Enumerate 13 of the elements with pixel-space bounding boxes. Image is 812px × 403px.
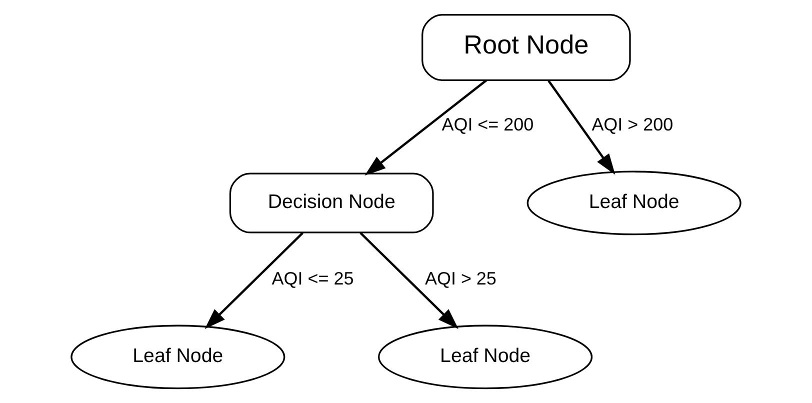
arrow [548, 80, 616, 175]
arrow [364, 79, 488, 176]
edge-label: AQI <= 25 [272, 268, 354, 289]
arrow [204, 232, 304, 330]
node-box: Root Node [422, 14, 631, 82]
arrow [360, 232, 458, 330]
node-box: Decision Node [229, 172, 434, 234]
node-ellipse: Leaf Node [70, 324, 286, 390]
edge-label: AQI <= 200 [442, 114, 534, 135]
edge-label: AQI > 200 [592, 114, 674, 135]
node-ellipse: Leaf Node [526, 170, 742, 236]
node-ellipse: Leaf Node [378, 324, 593, 390]
edge-label: AQI > 25 [425, 268, 496, 289]
